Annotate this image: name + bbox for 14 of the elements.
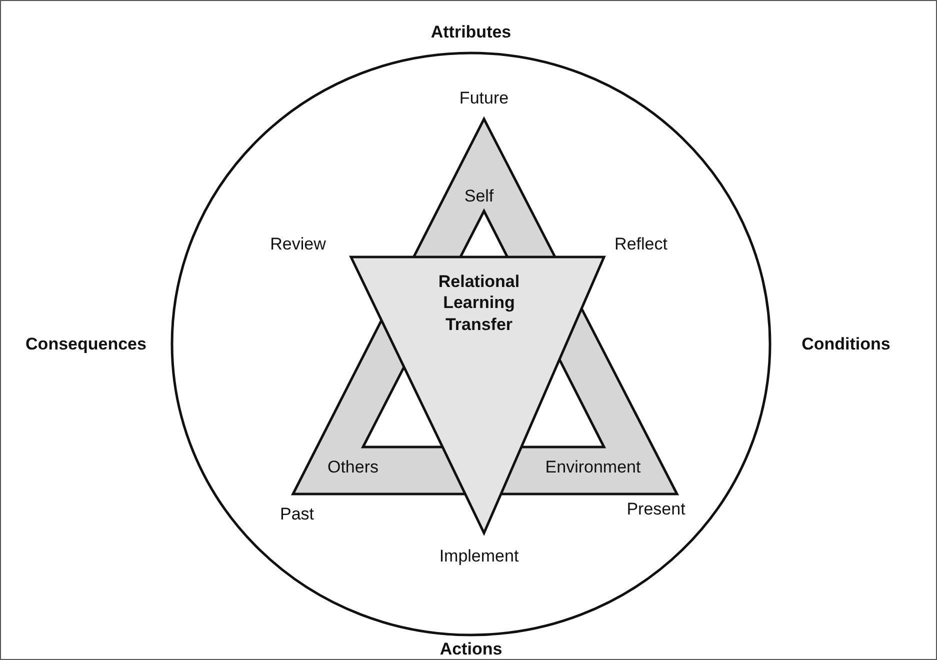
vertex-label: Reflect (614, 233, 668, 255)
center-title: Relational Learning Transfer (437, 271, 521, 335)
band-label: Others (327, 456, 379, 478)
side-label: Consequences (26, 333, 146, 355)
side-label: Conditions (802, 333, 890, 355)
band-label: Environment (545, 456, 641, 478)
vertex-label: Present (626, 498, 686, 520)
band-label: Self (464, 185, 494, 207)
vertex-label: Future (459, 87, 509, 109)
vertex-label: Past (280, 503, 314, 525)
side-label: Actions (440, 638, 502, 660)
vertex-label: Review (270, 233, 326, 255)
side-label: Attributes (430, 21, 512, 43)
vertex-label: Implement (439, 545, 519, 567)
